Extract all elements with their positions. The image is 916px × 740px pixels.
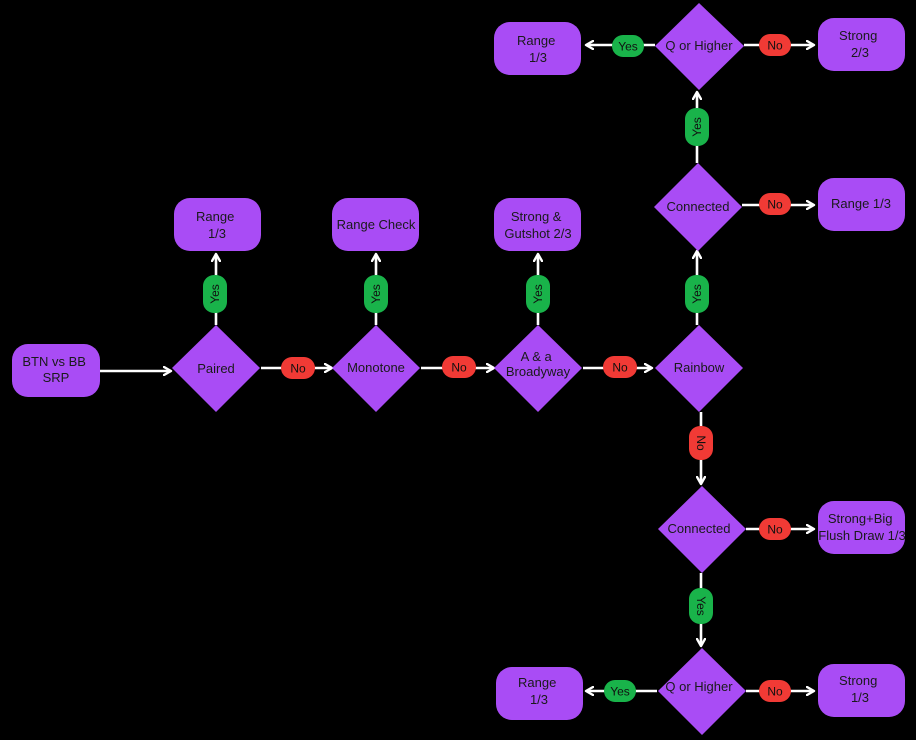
label-rbq-no-line1: Strong <box>839 28 877 43</box>
label-rbq-higher: Q or Higher <box>665 38 733 53</box>
tag-yes-rbq: Yes <box>618 40 638 54</box>
tag-yes-rainbow-bg <box>685 275 709 313</box>
label-nrconnected-no: Strong+Big Flush Draw 1/3 <box>818 511 905 543</box>
tag-yes-nrconnected-bg <box>689 588 713 624</box>
node-rbq-yes <box>494 22 581 75</box>
tag-no-monotone-bg <box>442 356 476 378</box>
tag-yes-rbq-bg <box>612 35 644 57</box>
label-abroadway: A & a Broadyway <box>506 349 571 379</box>
label-rainbow: Rainbow <box>674 360 725 375</box>
tag-no-nrq: No <box>767 685 783 699</box>
tag-no-abroadway-bg <box>603 356 637 378</box>
tag-no-rbq-bg <box>759 34 791 56</box>
node-abroadway-yes <box>494 198 581 251</box>
tag-yes-paired-bg <box>203 275 227 313</box>
node-monotone <box>332 325 420 412</box>
label-abroadway-yes-line1: Strong & <box>511 209 562 224</box>
node-paired <box>172 325 260 412</box>
node-nrq-higher <box>658 648 746 735</box>
tag-no-rainbow: No <box>694 435 708 451</box>
label-start-line2: SRP <box>43 370 70 385</box>
label-nrq-yes-line2: 1/3 <box>530 692 548 707</box>
label-rbq-yes: Range 1/3 <box>517 33 559 65</box>
node-rbconnected-no <box>818 178 905 231</box>
tag-no-paired: No <box>290 362 306 376</box>
tag-yes-nrq-bg <box>604 680 636 702</box>
label-nrq-yes-line1: Range <box>518 675 556 690</box>
label-rbconnected: Connected <box>667 199 730 214</box>
label-nrq-higher: Q or Higher <box>665 679 733 694</box>
tag-yes-paired: Yes <box>208 284 222 304</box>
label-paired-yes-line1: Range <box>196 209 234 224</box>
tag-no-abroadway: No <box>612 361 628 375</box>
label-abroadway-yes: Strong & Gutshot 2/3 <box>504 209 571 241</box>
label-start-line1: BTN vs BB <box>22 354 86 369</box>
node-nrconnected-no <box>818 501 905 554</box>
node-paired-yes <box>174 198 261 251</box>
node-rbconnected <box>654 163 742 251</box>
tag-yes-rainbow: Yes <box>690 284 704 304</box>
label-monotone: Monotone <box>347 360 405 375</box>
tag-yes-rbconnected: Yes <box>690 117 704 137</box>
label-start: BTN vs BB SRP <box>22 354 89 385</box>
node-monotone-yes <box>332 198 419 251</box>
label-rbq-no-line2: 2/3 <box>851 45 869 60</box>
label-nrconnected-no-line1: Strong+Big <box>828 511 893 526</box>
node-rainbow <box>655 325 743 412</box>
label-rbq-yes-line1: Range <box>517 33 555 48</box>
label-rbq-no: Strong 2/3 <box>839 28 881 60</box>
label-paired-yes: Range 1/3 <box>196 209 238 241</box>
label-paired-yes-line2: 1/3 <box>208 226 226 241</box>
label-abroadway-line1: A & a <box>521 349 553 364</box>
label-nrq-no: Strong 1/3 <box>839 673 881 705</box>
node-nrq-yes <box>496 667 583 720</box>
tag-no-nrq-bg <box>759 680 791 702</box>
label-paired: Paired <box>197 361 235 376</box>
process-nodes <box>12 18 905 720</box>
decision-nodes <box>172 3 746 735</box>
tag-yes-abroadway-bg <box>526 275 550 313</box>
tag-yes-nrq: Yes <box>610 685 630 699</box>
tag-no-nrconnected: No <box>767 523 783 537</box>
node-labels: BTN vs BB SRP Paired Range 1/3 Monotone … <box>22 28 905 707</box>
label-abroadway-line2: Broadyway <box>506 364 571 379</box>
label-rbconnected-no: Range 1/3 <box>831 196 891 211</box>
tag-yes-rbconnected-bg <box>685 108 709 146</box>
node-rbq-no <box>818 18 905 71</box>
tag-no-rbq: No <box>767 39 783 53</box>
label-nrq-no-line2: 1/3 <box>851 690 869 705</box>
label-nrconnected-no-line2: Flush Draw 1/3 <box>818 528 905 543</box>
label-monotone-yes: Range Check <box>337 217 416 232</box>
tag-no-rainbow-bg <box>689 426 713 460</box>
tag-no-nrconnected-bg <box>759 518 791 540</box>
node-start <box>12 344 100 397</box>
tag-yes-monotone-bg <box>364 275 388 313</box>
label-nrq-no-line1: Strong <box>839 673 877 688</box>
tag-no-rbconnected-bg <box>759 193 791 215</box>
label-abroadway-yes-line2: Gutshot 2/3 <box>504 226 571 241</box>
tag-no-monotone: No <box>451 361 467 375</box>
label-nrconnected: Connected <box>668 521 731 536</box>
tag-no-rbconnected: No <box>767 198 783 212</box>
edge-tags: No No No Yes Yes Yes Yes Yes Yes No No N… <box>203 34 791 702</box>
node-rbq-higher <box>655 3 744 90</box>
tag-yes-nrconnected: Yes <box>694 596 708 616</box>
tag-yes-abroadway: Yes <box>531 284 545 304</box>
node-nrq-no <box>818 664 905 717</box>
node-abroadway <box>494 325 582 412</box>
label-rbq-yes-line2: 1/3 <box>529 50 547 65</box>
label-nrq-yes: Range 1/3 <box>518 675 560 707</box>
node-nrconnected <box>658 486 746 573</box>
tag-yes-monotone: Yes <box>369 284 383 304</box>
tag-no-paired-bg <box>281 357 315 379</box>
